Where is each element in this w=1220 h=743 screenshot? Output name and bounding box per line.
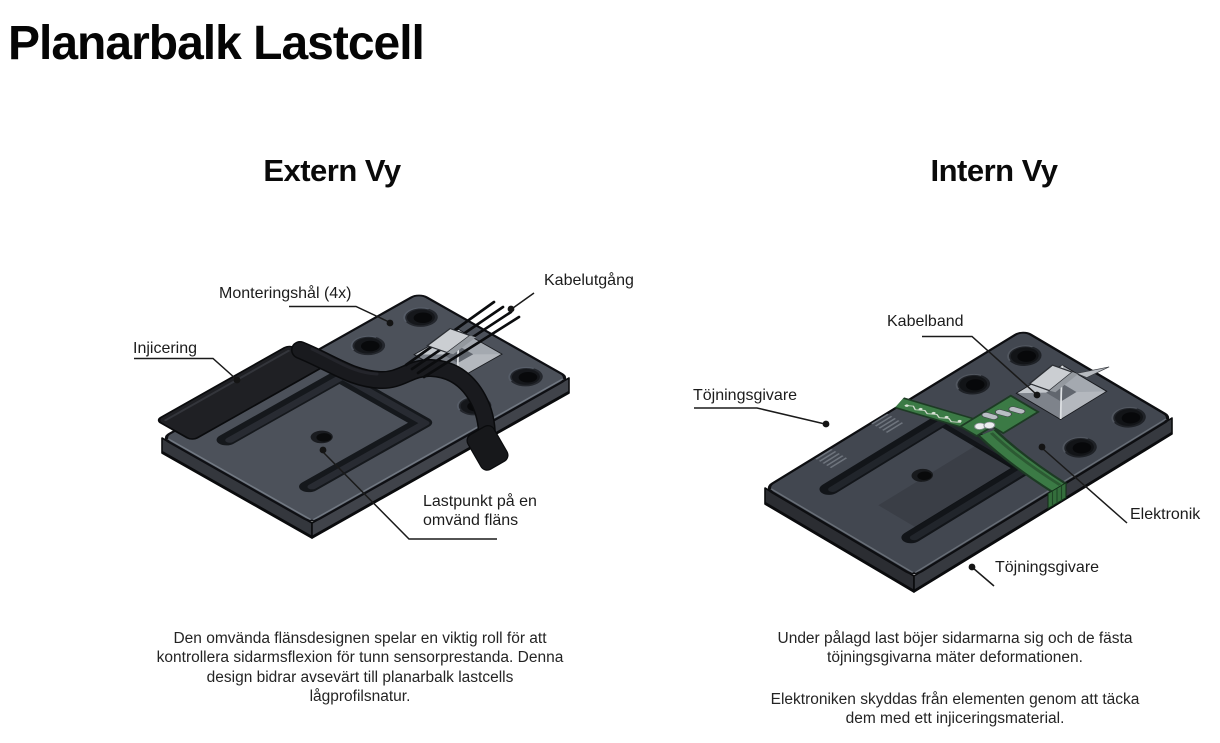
caption-line: design bidrar avsevärt till planarbalk l… [206, 668, 514, 686]
cable-strap [291, 341, 509, 471]
component-cylinder [983, 421, 996, 429]
caption-line: Elektroniken skyddas från elementen geno… [770, 690, 1140, 708]
callout-dot [507, 305, 515, 313]
callout-leaders [134, 292, 1128, 587]
mounting-hole [508, 366, 543, 387]
internal-caption-paragraph-1: Under pålagd last böjer sidarmarna sig o… [725, 629, 1185, 668]
plate-top-face [767, 331, 1170, 575]
mounting-hole [350, 335, 386, 356]
leader-injection [134, 357, 241, 384]
cable-tie-tail [1075, 366, 1110, 378]
caption-line: lågprofilsnatur. [309, 688, 411, 706]
component-capsule [981, 412, 999, 420]
internal-caption-paragraph-2: Elektroniken skyddas från elementen geno… [725, 690, 1185, 729]
label-mounting-holes: Monteringshål (4x) [219, 285, 352, 302]
caption-line: töjningsgivarna mäter deformationen. [827, 649, 1083, 667]
label-load-point-line2: omvänd fläns [423, 512, 519, 529]
callout-dot [319, 446, 327, 454]
cable-tie-block [426, 327, 476, 355]
callout-dot [233, 376, 241, 384]
label-strain-gauge-bottom: Töjningsgivare [995, 559, 1100, 576]
caption-line: Under pålagd last böjer sidarmarna sig o… [777, 630, 1133, 647]
component-capsule [1008, 406, 1026, 415]
caption-line: dem med ett injiceringsmaterial. [845, 710, 1065, 728]
external-device-illustration [157, 294, 570, 539]
strain-gauge-hatch [815, 448, 848, 469]
leader-strain-gauge-left [694, 407, 830, 428]
pcb-side-exit [1047, 481, 1067, 510]
cable-tie-block [1028, 364, 1110, 393]
plate-top-face [157, 294, 567, 522]
component-capsule [994, 409, 1012, 417]
load-point-hole [911, 468, 933, 482]
cable [422, 315, 521, 379]
label-load-point: Lastpunkt på en omvänd fläns [423, 492, 537, 530]
label-injection: Injicering [133, 340, 198, 357]
internal-device-illustration [764, 331, 1173, 593]
pcb-trace [904, 404, 961, 423]
leader-strain-gauge-bottom [968, 563, 995, 587]
strap-end-block [466, 425, 509, 471]
callout-dot [1033, 391, 1041, 399]
label-electronics: Elektronik [1130, 506, 1201, 523]
leader-electronics [1038, 443, 1128, 524]
label-cable-output: Kabelutgång [544, 272, 634, 289]
callout-dot [822, 420, 830, 428]
callout-dot [968, 563, 976, 571]
external-view-caption: Den omvända flänsdesignen spelar en vikt… [130, 629, 590, 707]
callout-dot [386, 319, 394, 327]
component-cylinder [974, 422, 986, 430]
mounting-hole [1111, 406, 1146, 428]
leader-cable-tie [922, 335, 1041, 399]
load-point-hole [310, 430, 333, 444]
leader-mounting-holes [289, 305, 394, 327]
callout-dot [1038, 443, 1046, 451]
caption-line: kontrollera sidarmsflexion för tunn sens… [156, 649, 564, 667]
mounting-hole [403, 307, 438, 327]
label-strain-gauge-left: Töjningsgivare [693, 387, 798, 404]
mounting-hole [955, 373, 991, 395]
leader-load-point [319, 446, 497, 540]
label-load-point-line1: Lastpunkt på en [423, 493, 537, 510]
leader-cable-output [507, 292, 535, 313]
internal-view-caption: Under pålagd last böjer sidarmarna sig o… [725, 629, 1185, 729]
page-title: Planarbalk Lastcell [8, 17, 425, 70]
label-cable-tie: Kabelband [887, 313, 964, 330]
mounting-hole [1007, 345, 1042, 366]
external-view-heading: Extern Vy [263, 153, 401, 188]
mounting-hole [1062, 436, 1097, 458]
pcb-electronics [894, 394, 1068, 493]
internal-view-heading: Intern Vy [930, 153, 1059, 188]
plate-bottom-edge [764, 431, 1173, 593]
caption-line: Den omvända flänsdesignen spelar en vikt… [173, 630, 547, 647]
strain-gauge-hatch [871, 413, 904, 433]
